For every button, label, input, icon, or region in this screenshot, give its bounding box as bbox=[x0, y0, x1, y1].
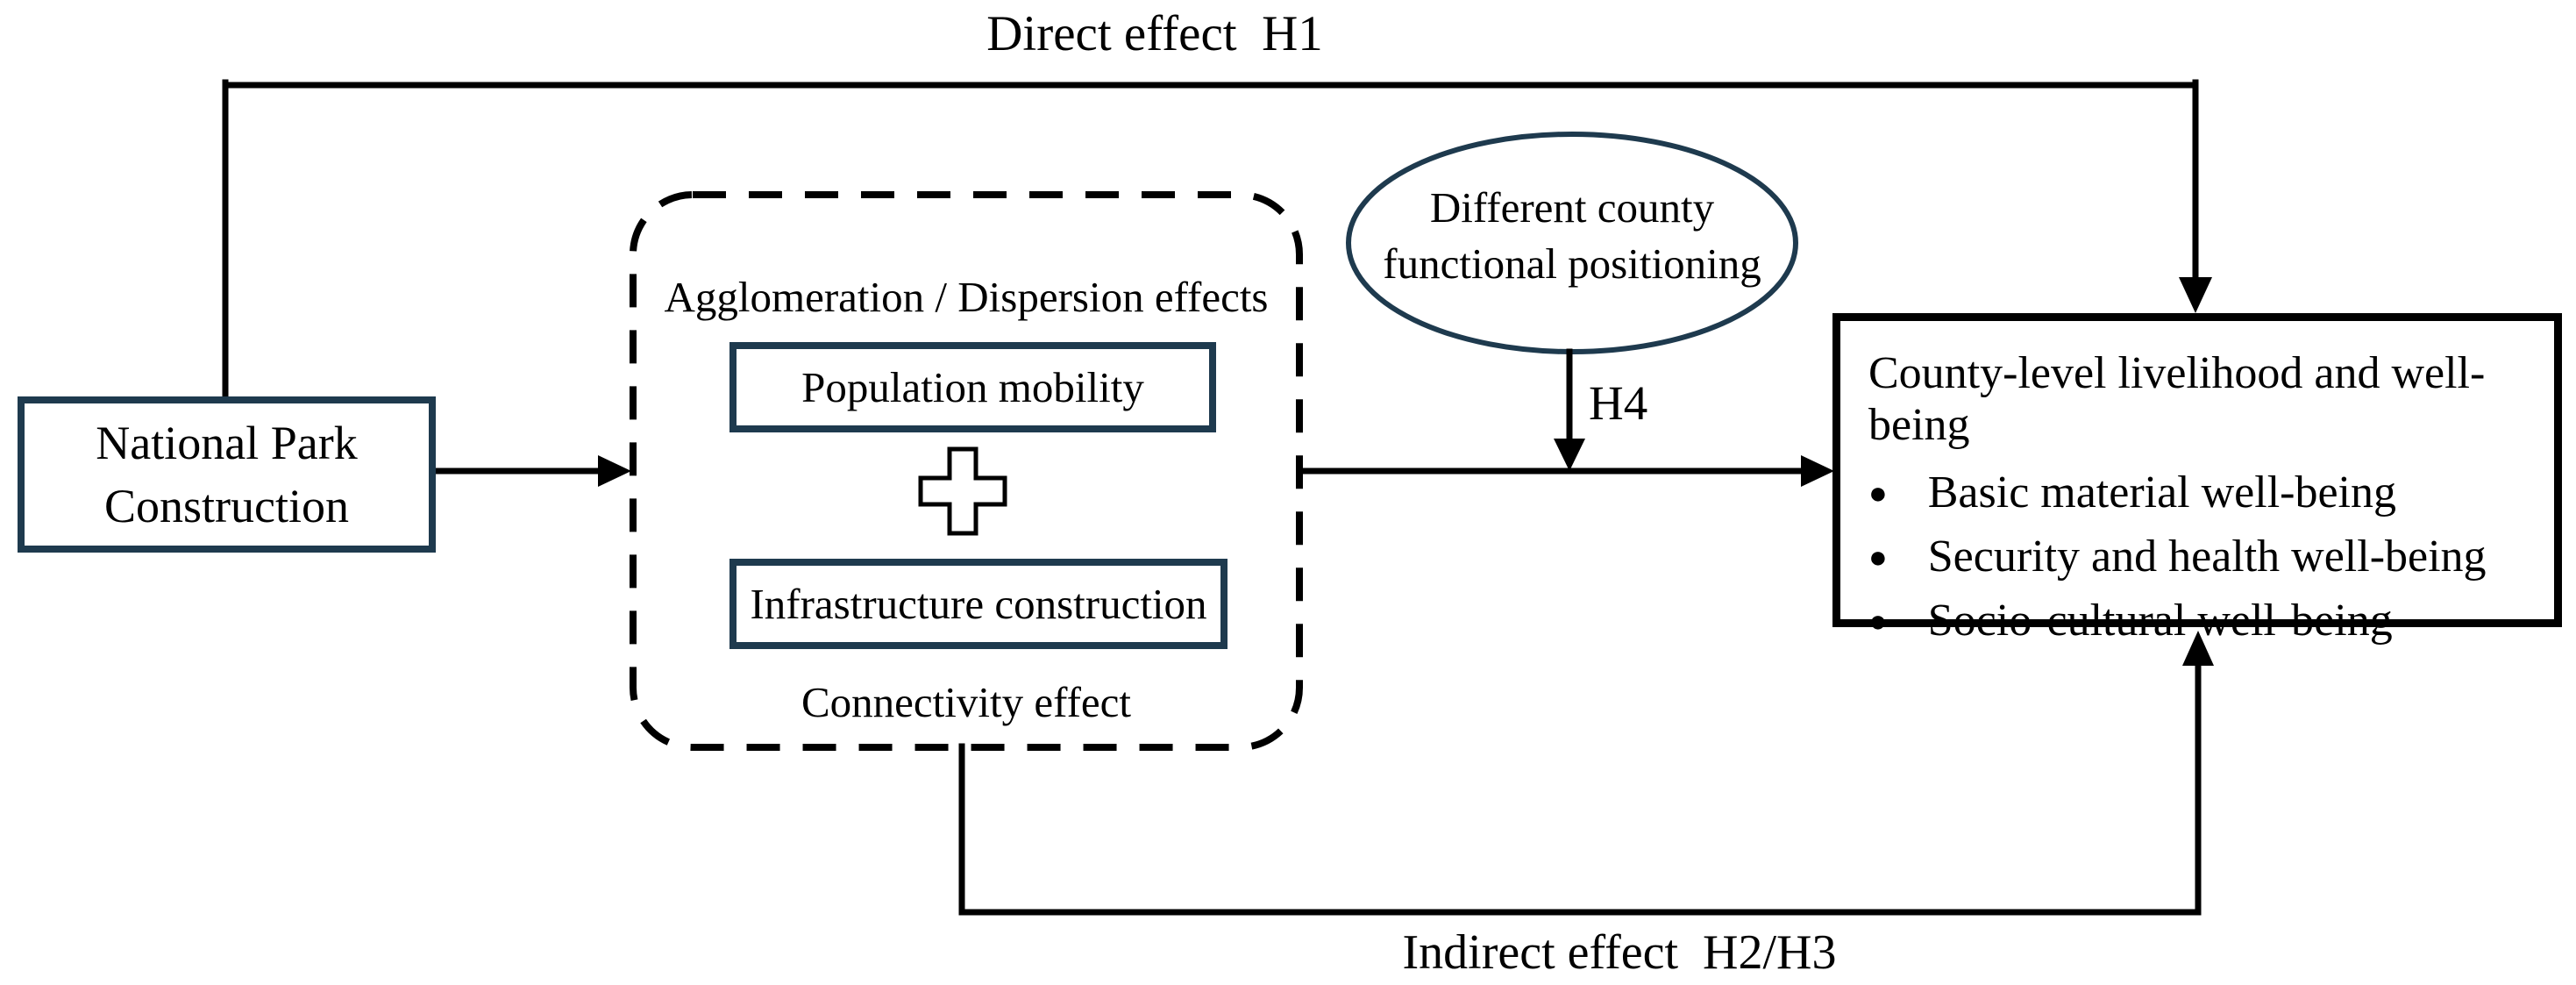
h4-arrowhead-icon bbox=[1554, 439, 1585, 471]
bullet-icon: ● bbox=[1868, 603, 1888, 639]
infrastructure-construction-box: Infrastructure construction bbox=[729, 559, 1228, 649]
outcome-item-row: ● Basic material well-being bbox=[1868, 467, 2396, 518]
outcome-item-label: Security and health well-being bbox=[1927, 532, 2487, 582]
indirect-effect-label: Indirect effect H2/H3 bbox=[1402, 925, 1837, 980]
mediation-to-outcome-arrowhead-icon bbox=[1801, 455, 1834, 487]
indirect-effect-line bbox=[958, 660, 2202, 916]
national-park-box: National Park Construction bbox=[18, 396, 436, 553]
indirect-effect-arrowhead-icon bbox=[2182, 631, 2214, 666]
h4-label: H4 bbox=[1589, 376, 1648, 430]
outcome-item-label: Socio-cultural well-being bbox=[1927, 596, 2393, 646]
outcome-item-label: Basic material well-being bbox=[1927, 468, 2396, 517]
connectivity-effect-label: Connectivity effect bbox=[801, 678, 1131, 726]
plus-icon bbox=[918, 446, 1007, 536]
outcome-box: County-level livelihood and well-being ●… bbox=[1832, 313, 2562, 646]
bullet-icon: ● bbox=[1868, 539, 1888, 575]
infrastructure-construction-label: Infrastructure construction bbox=[750, 580, 1207, 628]
national-park-line-1: National Park bbox=[96, 417, 358, 469]
outcome-title: County-level livelihood and well-being bbox=[1868, 348, 2486, 450]
mediation-dashed-box bbox=[630, 191, 1303, 751]
outcome-item-row: ● Security and health well-being bbox=[1868, 531, 2487, 582]
national-park-line-2: Construction bbox=[104, 480, 349, 532]
outcome-item-row: ● Socio-cultural well-being bbox=[1868, 595, 2393, 646]
moderator-line-2: functional positioning bbox=[1383, 239, 1761, 288]
population-mobility-box: Population mobility bbox=[729, 342, 1216, 432]
bullet-icon: ● bbox=[1868, 475, 1888, 510]
population-mobility-label: Population mobility bbox=[801, 363, 1144, 411]
direct-effect-arrowhead-icon bbox=[2179, 277, 2212, 313]
moderator-line-1: Different county bbox=[1429, 183, 1715, 232]
direct-effect-label: Direct effect H1 bbox=[986, 6, 1323, 61]
park-to-mediation-arrowhead-icon bbox=[598, 455, 631, 487]
agglomeration-dispersion-label: Agglomeration / Dispersion effects bbox=[664, 273, 1269, 321]
moderator-ellipse-label: Different county functional positioning bbox=[1348, 180, 1796, 292]
